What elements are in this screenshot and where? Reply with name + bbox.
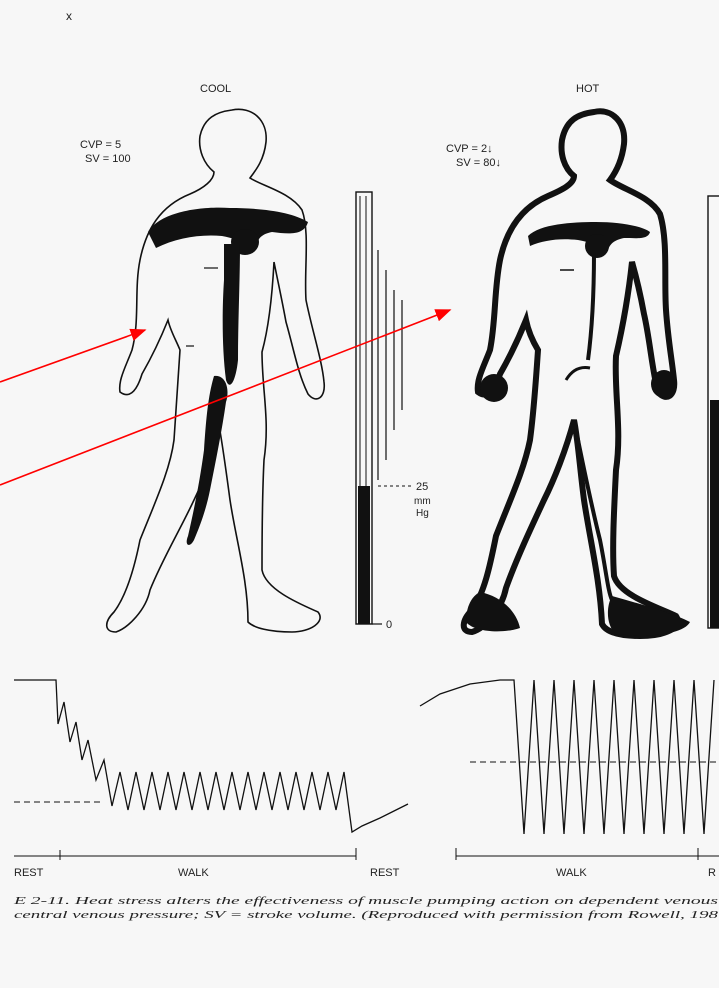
trace-label-walk-2: WALK [556,867,587,879]
trace-label-rest-1: REST [14,867,44,879]
hot-left-fist [480,374,508,402]
gauge-mark-value: 25 [416,481,428,493]
hot-title: HOT [576,83,600,95]
caption-line-1: E 2-11. Heat stress alters the effective… [12,896,718,907]
trace-label-r: R [708,867,716,879]
pressure-gauge: 25 mm Hg 0 [356,192,431,631]
cool-sv: SV = 100 [85,153,131,165]
trace-label-rest-2: REST [370,867,400,879]
trace-label-walk-1: WALK [178,867,209,879]
hot-heart [585,234,609,258]
cool-title: COOL [200,83,231,95]
cool-pressure-trace: REST WALK REST [14,680,408,879]
hot-pressure-trace: WALK R [420,680,719,879]
top-mark: x [66,9,72,23]
gauge-mark-unit-2: Hg [416,508,429,519]
hot-gauge [708,196,719,628]
cool-cvp: CVP = 5 [80,139,121,151]
caption-line-2: central venous pressure; SV = stroke vol… [14,910,718,921]
cool-vein-cap [148,208,308,248]
cool-vein-leg [187,376,228,545]
hot-sv: SV = 80↓ [456,157,501,169]
hot-cvp: CVP = 2↓ [446,143,493,155]
cool-body-outline [107,109,325,632]
cool-vein-trunk [223,244,240,385]
gauge-zero-label: 0 [386,619,392,631]
hot-figure: HOT CVP = 2↓ SV = 80↓ [446,83,690,636]
cool-figure: COOL CVP = 5 SV = 100 [80,83,324,632]
hot-right-fist [651,370,677,398]
gauge-mark-unit-1: mm [414,496,431,507]
